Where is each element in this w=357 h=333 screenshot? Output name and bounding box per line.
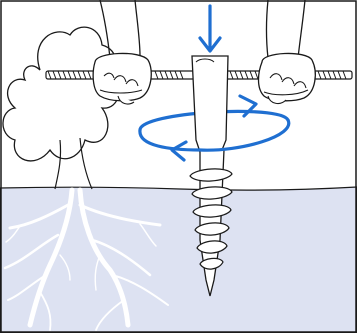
- arms: [99, 0, 306, 59]
- arrow-down-icon: [198, 4, 222, 53]
- tree-crown: [2, 26, 119, 162]
- right-hand: [257, 52, 316, 105]
- tree-roots: [3, 187, 169, 331]
- rotate-icon: [170, 94, 258, 162]
- tree-trunk: [54, 137, 93, 190]
- left-hand: [92, 52, 152, 105]
- rotation-ellipse-front: [138, 118, 291, 152]
- ground: [0, 186, 357, 333]
- ground-screw: [189, 55, 233, 297]
